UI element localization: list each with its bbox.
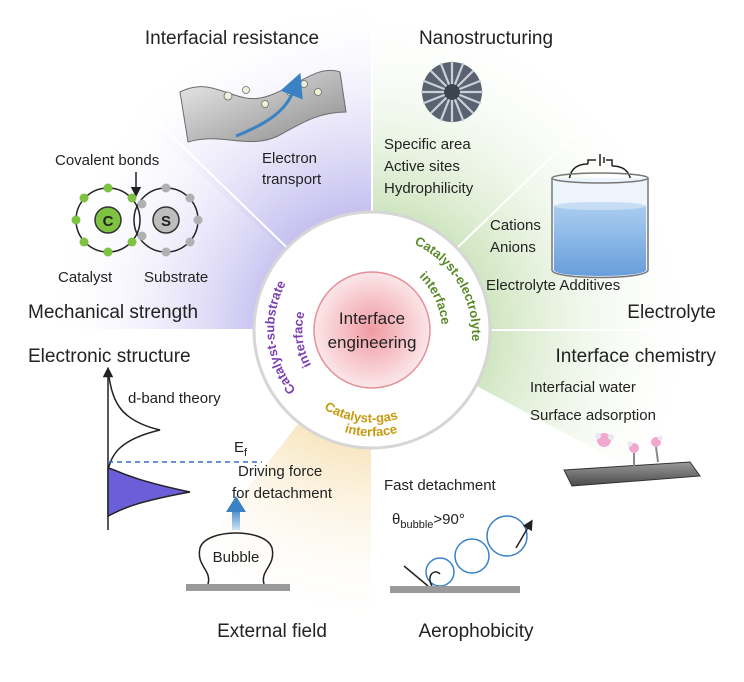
- electrolyte-additives: Electrolyte Additives: [486, 277, 620, 294]
- bubble-shape: [198, 532, 274, 585]
- catalyst-letter: C: [103, 213, 114, 230]
- d-band-filled: [107, 467, 191, 518]
- bubble-rise-arrow: [515, 519, 533, 549]
- chem-item-surface-adsorption: Surface adsorption: [530, 407, 656, 424]
- nanoflower-icon: [420, 60, 484, 124]
- note-for-detachment: for detachment: [232, 485, 333, 502]
- adsorption-plate: [563, 461, 701, 487]
- adsorbate-molecules-icon: [595, 433, 663, 466]
- label-fermi-level: Ef: [234, 439, 248, 459]
- label-substrate: Substrate: [144, 269, 208, 286]
- substrate-electrons: [137, 183, 203, 257]
- center-title-line2: engineering: [328, 333, 417, 352]
- ring-label-bottom-line2: interface: [343, 421, 398, 440]
- nano-item-specific-area: Specific area: [384, 136, 471, 153]
- aero-substrate-plate: [390, 586, 520, 593]
- label-covalent-bonds: Covalent bonds: [55, 152, 159, 169]
- substrate-atom-icon: [152, 206, 180, 234]
- title-electronic-structure: Electronic structure: [28, 346, 191, 367]
- bubble-substrate-plate: [186, 584, 290, 591]
- substrate-letter: S: [161, 213, 171, 230]
- title-interfacial-resistance: Interfacial resistance: [145, 28, 319, 49]
- title-aerophobicity: Aerophobicity: [418, 621, 534, 642]
- center-title-line1: Interface: [339, 309, 405, 328]
- electrolyte-item-cations: Cations: [490, 217, 541, 234]
- title-external-field: External field: [217, 621, 327, 642]
- label-catalyst: Catalyst: [58, 269, 113, 286]
- label-d-band-theory: d-band theory: [128, 390, 221, 407]
- nano-item-hydrophilicity: Hydrophilicity: [384, 180, 474, 197]
- title-nanostructuring: Nanostructuring: [419, 28, 553, 49]
- green-sector: [372, 7, 700, 501]
- title-mechanical-strength: Mechanical strength: [28, 302, 198, 323]
- center-circle: [313, 271, 431, 389]
- title-interface-chemistry: Interface chemistry: [556, 346, 717, 367]
- electrolyte-item-anions: Anions: [490, 239, 536, 256]
- note-driving-force: Driving force: [238, 463, 322, 480]
- external-field-arrow: [232, 508, 240, 530]
- electron-path-arrow: [235, 72, 303, 138]
- nano-item-active-sites: Active sites: [384, 158, 460, 175]
- catalyst-atom-icon: [94, 206, 122, 234]
- note-transport: transport: [262, 171, 322, 188]
- chem-item-interfacial-water: Interfacial water: [530, 379, 636, 396]
- contact-angle-lines: [403, 565, 441, 587]
- label-bubble: Bubble: [213, 549, 260, 566]
- note-electron: Electron: [262, 150, 317, 167]
- d-band-upper-curve: [107, 369, 161, 471]
- note-fast-detachment: Fast detachment: [384, 477, 497, 494]
- external-field-arrow-head: [226, 496, 246, 512]
- title-electrolyte: Electrolyte: [627, 302, 716, 323]
- label-contact-angle: θbubble>90°: [392, 511, 465, 531]
- beaker-icon: [551, 154, 649, 279]
- catalyst-electrons: [71, 183, 137, 257]
